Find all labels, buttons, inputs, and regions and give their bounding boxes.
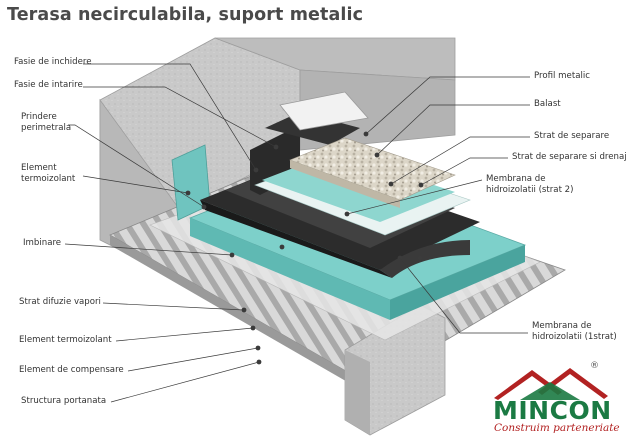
label-element-termoizolant-1: Element bbox=[21, 163, 57, 173]
label-strat-difuzie-vapori: Strat difuzie vapori bbox=[19, 297, 101, 307]
ballast-gravel bbox=[289, 137, 456, 208]
logo-slogan: Construim parteneriate bbox=[494, 422, 620, 434]
mincon-logo: ® MINCON Construim parteneriate bbox=[480, 360, 640, 440]
label-strat-separare: Strat de separare bbox=[534, 131, 610, 141]
label-prindere-perimetrala-2: perimetrala bbox=[21, 123, 72, 133]
label-strat-separare-drenaj: Strat de separare si drenaj bbox=[512, 152, 627, 162]
label-balast: Balast bbox=[534, 99, 561, 109]
label-fasie-intarire: Fasie de intarire bbox=[14, 80, 83, 90]
label-membrana-strat2-1: Membrana de bbox=[486, 174, 546, 184]
page-title: Terasa necirculabila, suport metalic bbox=[7, 5, 364, 25]
label-imbinare: Imbinare bbox=[23, 238, 62, 248]
leader-lines bbox=[64, 63, 530, 403]
label-profil-metalic: Profil metalic bbox=[534, 71, 590, 81]
label-membrana-strat2-2: hidroizolatii (strat 2) bbox=[486, 185, 574, 195]
label-element-termoizolant-jos: Element termoizolant bbox=[19, 335, 112, 345]
label-element-compensare: Element de compensare bbox=[19, 365, 124, 375]
label-fasie-inchidere: Fasie de inchidere bbox=[14, 57, 92, 67]
label-membrana-strat1-1: Membrana de bbox=[532, 321, 592, 331]
label-structura-portanata: Structura portanata bbox=[21, 396, 107, 406]
logo-roof-icon bbox=[494, 368, 608, 400]
label-element-termoizolant-2: termoizolant bbox=[21, 174, 76, 184]
label-membrana-strat1-2: hidroizolatii (1strat) bbox=[532, 332, 617, 342]
registered-mark: ® bbox=[590, 361, 599, 371]
logo-name: MINCON bbox=[493, 396, 612, 425]
label-prindere-perimetrala-1: Prindere bbox=[21, 112, 57, 122]
